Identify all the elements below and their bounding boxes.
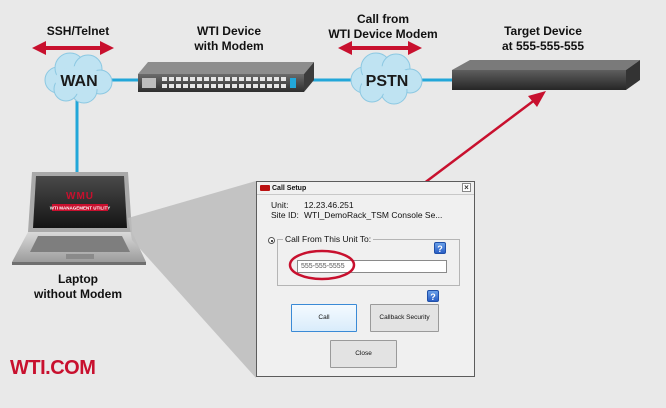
laptop-label: Laptop without Modem [28, 272, 128, 302]
callback-security-button[interactable]: Callback Security [370, 304, 439, 332]
site-id-label: Site ID: [271, 210, 299, 220]
call-from-label-line2: WTI Device Modem [328, 27, 438, 41]
double-arrow-icon [32, 41, 114, 55]
unit-value: 12.23.46.251 [304, 200, 354, 210]
wan-cloud-label: WAN [60, 73, 97, 90]
unit-label: Unit: [271, 200, 289, 210]
dialog-title: Call Setup [272, 184, 307, 192]
call-button[interactable]: Call [291, 304, 357, 332]
call-from-label: Call from WTI Device Modem [318, 12, 448, 42]
site-id-row: Site ID: WTI_DemoRack_TSM Console Se... [271, 210, 442, 220]
double-arrow-icon [338, 41, 422, 55]
brand-logo: WTI.COM [10, 357, 96, 379]
laptop-icon: WMU WTI MANAGEMENT UTILITY [12, 172, 146, 265]
call-from-group-label: Call From This Unit To: [283, 234, 374, 244]
wmu-logo: WMU [66, 191, 94, 202]
call-setup-dialog: Call Setup × Unit: 12.23.46.251 Site ID:… [256, 181, 475, 377]
laptop-label-line1: Laptop [58, 272, 98, 286]
close-icon[interactable]: × [462, 183, 471, 192]
close-button[interactable]: Close [330, 340, 397, 368]
ssh-telnet-label: SSH/Telnet [46, 24, 110, 38]
unit-row: Unit: 12.23.46.251 [271, 200, 354, 210]
network-switch-icon [138, 62, 314, 92]
target-device-label-line2: at 555-555-555 [501, 39, 585, 53]
wti-device-label: WTI Device with Modem [174, 24, 284, 54]
zoom-wedge [128, 181, 256, 378]
wmu-logo-bar [52, 204, 108, 211]
target-device-icon [452, 60, 640, 90]
wti-device-label-line1: WTI Device [196, 24, 262, 38]
site-id-value: WTI_DemoRack_TSM Console Se... [304, 210, 443, 220]
app-icon [260, 185, 270, 191]
call-from-unit-radio[interactable] [268, 237, 275, 244]
help-icon[interactable]: ? [434, 242, 446, 254]
target-device-label-line1: Target Device [504, 24, 582, 38]
pstn-cloud-icon [350, 52, 423, 105]
help-icon[interactable]: ? [427, 290, 439, 302]
wmu-logo-subtitle: WTI MANAGEMENT UTILITY [50, 206, 111, 211]
dialog-titlebar[interactable]: Call Setup × [257, 182, 474, 195]
pstn-cloud-label: PSTN [366, 73, 409, 90]
call-from-label-line1: Call from [356, 12, 409, 26]
target-device-label: Target Device at 555-555-555 [478, 24, 608, 54]
laptop-label-line2: without Modem [34, 287, 122, 301]
wti-device-label-line2: with Modem [194, 39, 264, 53]
wan-cloud-icon [44, 52, 113, 104]
phone-number-input[interactable]: 555-555-5555 [297, 260, 447, 273]
